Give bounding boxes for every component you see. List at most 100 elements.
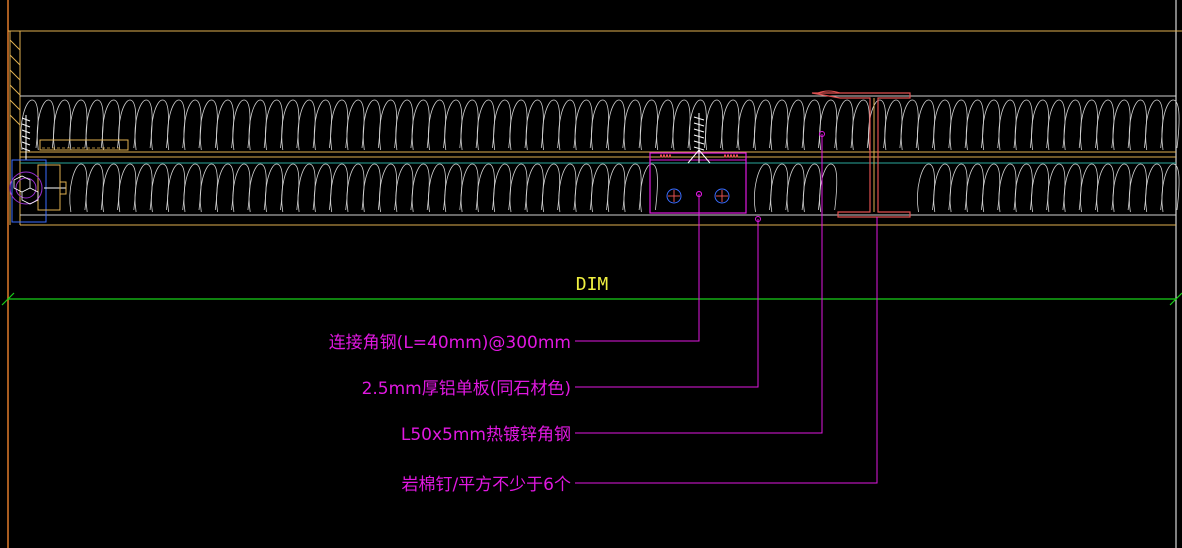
- insulation-loop: [542, 99, 561, 151]
- insulation-loop: [134, 163, 153, 213]
- insulation-loop: [640, 163, 658, 213]
- callout-aluminum-panel: 2.5mm厚铝单板(同石材色): [362, 379, 571, 399]
- insulation-loop: [199, 99, 218, 151]
- insulation-loop: [672, 99, 691, 151]
- insulation-loop: [265, 99, 283, 151]
- insulation-loop: [949, 163, 968, 213]
- insulation-loop: [362, 163, 381, 213]
- insulation-loop: [966, 99, 984, 151]
- insulation-loop: [509, 99, 528, 151]
- insulation-loop: [933, 99, 952, 151]
- insulation-loop: [151, 99, 169, 151]
- insulation-loop: [525, 163, 544, 213]
- insulation-loop: [868, 99, 887, 151]
- insulation-loop: [411, 99, 430, 151]
- insulation-loop: [493, 163, 512, 213]
- insulation-loop: [346, 99, 365, 151]
- insulation-loop: [884, 99, 903, 151]
- insulation-loop: [982, 99, 1001, 151]
- insulation-loop: [1112, 99, 1131, 151]
- steel-angle: [811, 90, 911, 218]
- insulation-loop: [835, 99, 854, 151]
- insulation-loop: [248, 163, 267, 213]
- anchor-screw: [660, 113, 738, 164]
- insulation-loop: [428, 163, 446, 213]
- frame-lines: [7, 0, 1182, 548]
- insulation-loop: [379, 99, 398, 151]
- insulation-loop: [574, 163, 593, 213]
- insulation-loop: [1161, 163, 1180, 213]
- insulation-loop: [151, 163, 169, 213]
- insulation-loop: [395, 99, 414, 151]
- insulation-loop: [411, 163, 430, 213]
- insulation-loop: [982, 163, 1001, 213]
- insulation-loop: [297, 99, 316, 151]
- insulation-loop: [509, 163, 528, 213]
- insulation-loop: [85, 163, 104, 213]
- insulation-loop: [362, 99, 381, 151]
- insulation-loop: [330, 99, 349, 151]
- insulation-loop: [754, 163, 772, 213]
- insulation-loop: [265, 163, 283, 213]
- insulation-loop: [314, 163, 332, 213]
- insulation-loop: [998, 99, 1017, 151]
- insulation-loop: [754, 99, 772, 151]
- insulation-loop: [1080, 99, 1098, 151]
- insulation-loop: [591, 163, 609, 213]
- insulation-loop: [1129, 99, 1147, 151]
- insulation-loop: [183, 163, 202, 213]
- connection-angle-assembly: [649, 113, 747, 214]
- insulation-loop: [1047, 163, 1066, 213]
- insulation-loop: [525, 99, 544, 151]
- insulation-loop: [1063, 99, 1082, 151]
- insulation-loop: [966, 163, 984, 213]
- insulation-loop: [1096, 99, 1115, 151]
- insulation-loop: [607, 163, 626, 213]
- dimension-label: DIM: [576, 274, 609, 295]
- insulation-loop: [379, 163, 398, 213]
- insulation-loop: [917, 99, 935, 151]
- rock-wool-insulation: [20, 99, 1180, 213]
- insulation-loop: [118, 99, 137, 151]
- insulation-loop: [444, 99, 463, 151]
- insulation-loop: [314, 99, 332, 151]
- insulation-loop: [102, 99, 120, 151]
- insulation-loop: [656, 99, 675, 151]
- insulation-loop: [770, 99, 789, 151]
- insulation-loop: [542, 163, 561, 213]
- insulation-loop: [69, 163, 88, 213]
- insulation-loop: [460, 163, 479, 213]
- insulation-loop: [297, 163, 316, 213]
- insulation-loop: [1031, 99, 1050, 151]
- insulation-loop: [819, 163, 838, 213]
- insulation-loop: [574, 99, 593, 151]
- insulation-loop: [281, 163, 300, 213]
- insulation-loop: [232, 163, 251, 213]
- insulation-loop: [770, 163, 789, 213]
- left-hex-mesh: [9, 171, 43, 205]
- insulation-loop: [558, 99, 577, 151]
- insulation-loop: [493, 99, 512, 151]
- insulation-loop: [85, 99, 104, 151]
- insulation-loop: [477, 163, 495, 213]
- insulation-loop: [933, 163, 952, 213]
- insulation-loop: [803, 163, 821, 213]
- callout-steel-angle: L50x5mm热镀锌角钢: [401, 425, 571, 445]
- insulation-loop: [917, 163, 935, 213]
- insulation-loop: [395, 163, 414, 213]
- insulation-loop: [900, 99, 919, 151]
- insulation-loop: [428, 99, 446, 151]
- insulation-loop: [1145, 99, 1164, 151]
- insulation-loop: [1112, 163, 1131, 213]
- insulation-loop: [558, 163, 577, 213]
- insulation-loop: [640, 99, 658, 151]
- insulation-loop: [591, 99, 609, 151]
- insulation-loop: [460, 99, 479, 151]
- insulation-loop: [167, 99, 186, 151]
- insulation-loop: [786, 163, 805, 213]
- insulation-loop: [705, 99, 724, 151]
- insulation-loop: [330, 163, 349, 213]
- insulation-loop: [199, 163, 218, 213]
- insulation-loop: [803, 99, 821, 151]
- insulation-loop: [623, 99, 642, 151]
